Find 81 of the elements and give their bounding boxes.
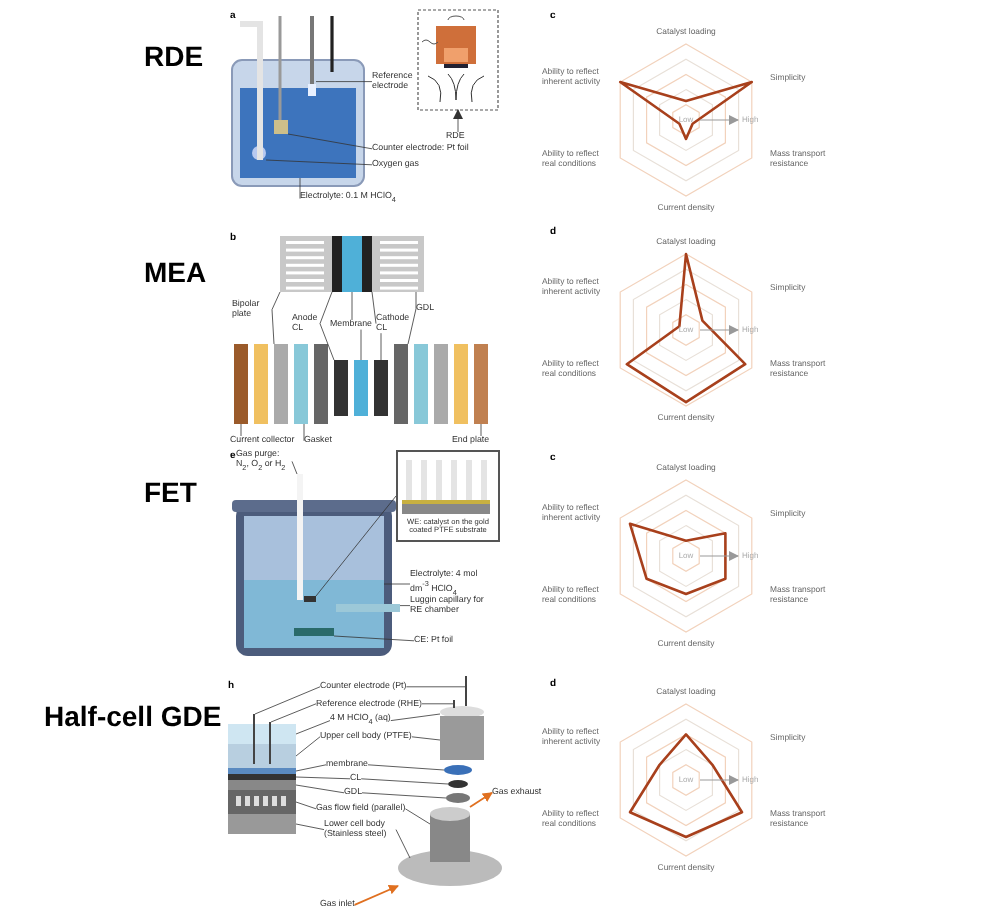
leader-line	[240, 423, 242, 437]
leader-line	[361, 792, 447, 799]
catalyst-layer	[362, 236, 372, 292]
membrane-layer	[342, 236, 362, 292]
collector-plate	[234, 344, 248, 424]
diffusion-layer	[372, 236, 424, 292]
working-electrode	[304, 596, 316, 602]
catalyst-layer	[374, 360, 388, 416]
inset-panel	[396, 450, 500, 542]
electrolyte	[244, 580, 384, 648]
leader-line	[411, 736, 441, 741]
leader-line	[295, 736, 321, 757]
row-title: MEA	[144, 256, 207, 288]
end-plate	[474, 344, 488, 424]
leader-line	[295, 823, 325, 830]
leader-line	[315, 495, 397, 597]
diffusion-disc	[446, 793, 470, 803]
gasket-frame	[294, 344, 308, 424]
leader-line	[390, 713, 441, 721]
leader-line	[383, 583, 411, 585]
flow-field-block	[430, 807, 470, 862]
capillary-tube	[336, 604, 400, 612]
leader-line	[480, 423, 482, 437]
membrane-layer	[228, 768, 296, 774]
diffusion-layer	[394, 344, 408, 424]
cell-body	[228, 814, 296, 834]
leader-line	[406, 686, 466, 688]
flow-field	[228, 790, 296, 814]
bipolar-plate	[274, 344, 288, 424]
electrolyte	[228, 724, 296, 744]
leader-line	[299, 177, 301, 199]
leader-line	[319, 291, 333, 324]
leader-line	[395, 829, 411, 859]
diffusion-layer	[228, 780, 296, 790]
leader-line	[295, 776, 351, 780]
leader-line	[367, 764, 445, 771]
leader-line	[287, 133, 373, 150]
leader-line	[399, 605, 411, 606]
leader-line	[295, 720, 331, 735]
leader-line	[319, 323, 335, 361]
row-title: FET	[144, 476, 197, 508]
membrane-disc	[444, 765, 472, 775]
electrolyte	[240, 88, 356, 178]
leader-line	[360, 778, 449, 785]
electrode-foil	[294, 628, 334, 636]
membrane-layer	[354, 360, 368, 416]
row-title: RDE	[144, 40, 204, 72]
leader-line	[380, 332, 382, 361]
leader-line	[415, 291, 417, 310]
catalyst-layer	[228, 774, 296, 780]
bipolar-plate	[280, 236, 332, 292]
leader-line	[265, 159, 373, 166]
leader-line	[291, 461, 298, 475]
catalyst-layer	[334, 360, 348, 416]
electrode-inset-drawing	[417, 9, 499, 111]
leader-line	[405, 808, 431, 825]
gas-tube	[297, 474, 303, 600]
leader-line	[371, 291, 377, 324]
leader-line	[333, 635, 415, 642]
leader-line	[421, 703, 454, 705]
leader-line	[360, 329, 362, 361]
leader-line	[407, 308, 417, 345]
leader-line	[353, 885, 399, 906]
leader-line	[303, 423, 305, 442]
leader-line	[469, 791, 493, 808]
leader-line	[270, 703, 317, 723]
leader-line	[271, 291, 281, 310]
leader-line	[254, 686, 321, 715]
row-title: Half-cell GDE	[44, 700, 222, 732]
leader-line	[295, 784, 345, 794]
catalyst-layer	[332, 236, 342, 292]
reference-electrode	[308, 16, 316, 96]
leader-line	[271, 309, 275, 345]
catalyst-disc	[448, 780, 468, 788]
leader-line	[295, 764, 327, 772]
cell-body	[440, 716, 484, 760]
cell-body	[228, 744, 296, 768]
leader-line	[351, 291, 353, 321]
leader-line	[295, 801, 317, 810]
electrode-foil	[274, 120, 288, 134]
leader-line	[315, 81, 373, 82]
